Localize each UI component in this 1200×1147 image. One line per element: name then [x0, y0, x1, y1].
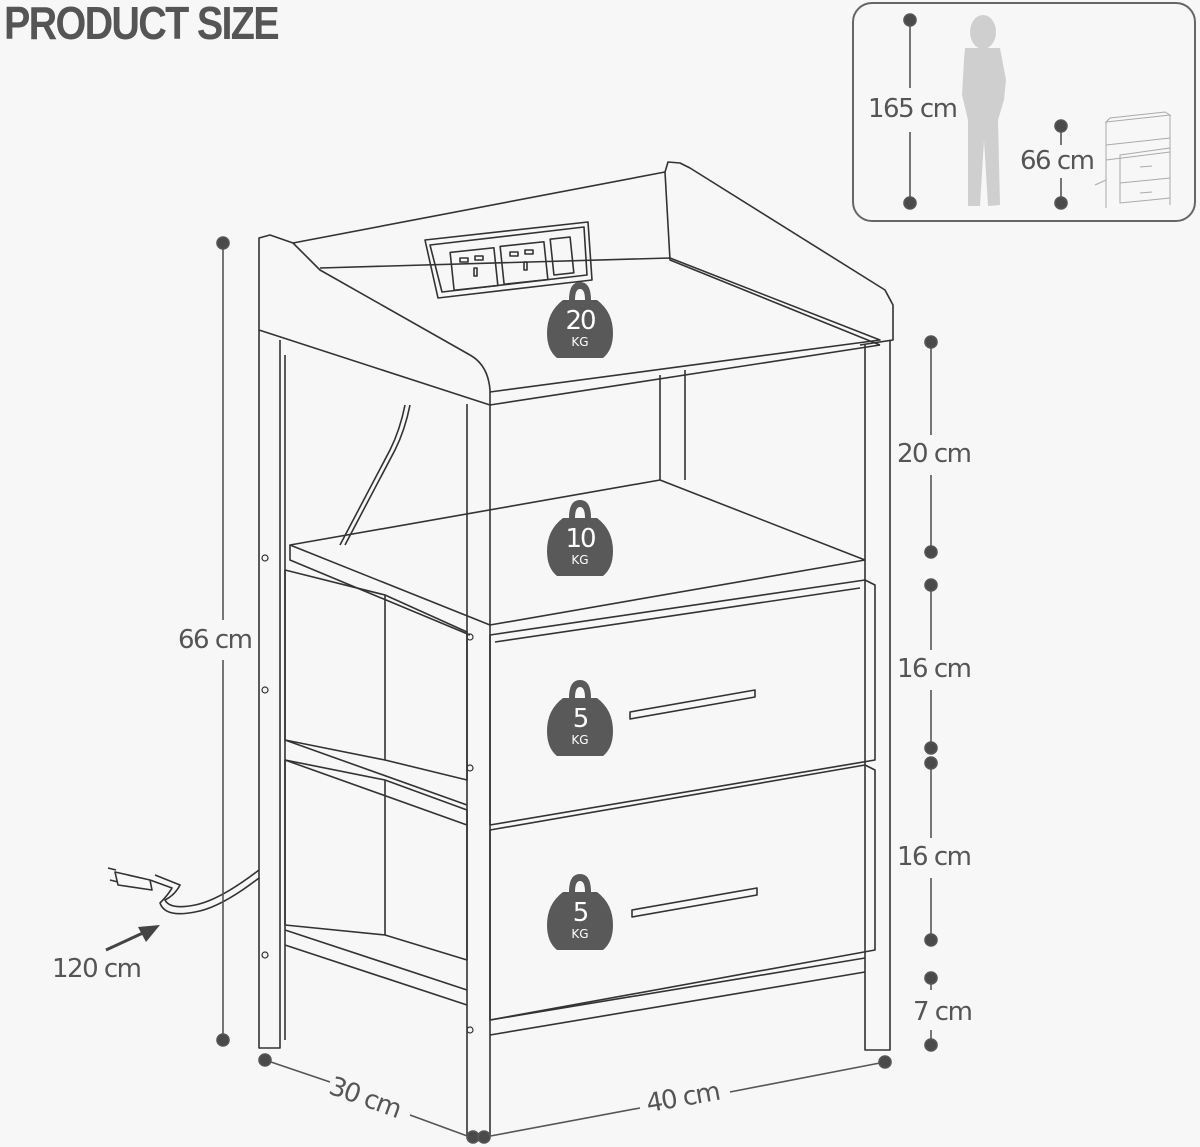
- load-badge-upper-drawer: 5 KG: [545, 676, 615, 760]
- kettlebell-icon: [547, 500, 613, 576]
- total-height-label: 66 cm: [178, 625, 253, 655]
- kettlebell-icon: [547, 874, 613, 950]
- leg-clearance-label: 7 cm: [913, 997, 973, 1027]
- upper-drawer: [489, 579, 876, 826]
- lower-drawer-height-label: 16 cm: [897, 842, 972, 872]
- side-drawer-panel: [284, 569, 386, 761]
- kettlebell-icon: [547, 282, 613, 358]
- upper-drawer-height-label: 16 cm: [897, 654, 972, 684]
- load-badge-lower-drawer: 5 KG: [545, 870, 615, 954]
- load-value: 20: [565, 306, 596, 336]
- back-left-leg: [258, 330, 281, 1049]
- load-badge-top: 20 KG: [545, 278, 615, 362]
- cable-arrow-icon: [105, 930, 146, 952]
- person-silhouette-icon: [962, 15, 1006, 206]
- load-unit: KG: [571, 927, 589, 941]
- shelf-top-height-label: 20 cm: [897, 439, 972, 469]
- power-cord-lower: [154, 869, 260, 908]
- person-height-label: 165 cm: [868, 94, 958, 124]
- top-left-panel: [258, 234, 491, 406]
- cable-length-label: 120 cm: [52, 954, 142, 984]
- load-value: 10: [565, 524, 596, 554]
- open-shelf: [289, 479, 866, 626]
- top-back-panel: [292, 161, 894, 346]
- power-cord-upper: [339, 404, 406, 546]
- load-badge-shelf: 10 KG: [545, 496, 615, 580]
- front-right-leg: [864, 340, 891, 1051]
- load-unit: KG: [571, 733, 589, 747]
- page-title: PRODUCT SIZE: [4, 0, 280, 49]
- kettlebell-icon: [547, 680, 613, 756]
- load-unit: KG: [571, 553, 589, 567]
- plug-icon: [114, 871, 153, 891]
- product-height-label: 66 cm: [1020, 146, 1095, 176]
- upper-drawer-handle: [629, 689, 756, 720]
- lower-drawer-handle: [631, 887, 758, 918]
- lower-drawer: [489, 764, 876, 1021]
- load-value: 5: [572, 704, 590, 734]
- load-unit: KG: [571, 335, 589, 349]
- load-value: 5: [572, 898, 590, 928]
- mini-nightstand-icon: [1094, 111, 1172, 208]
- power-outlet-panel: [424, 221, 593, 299]
